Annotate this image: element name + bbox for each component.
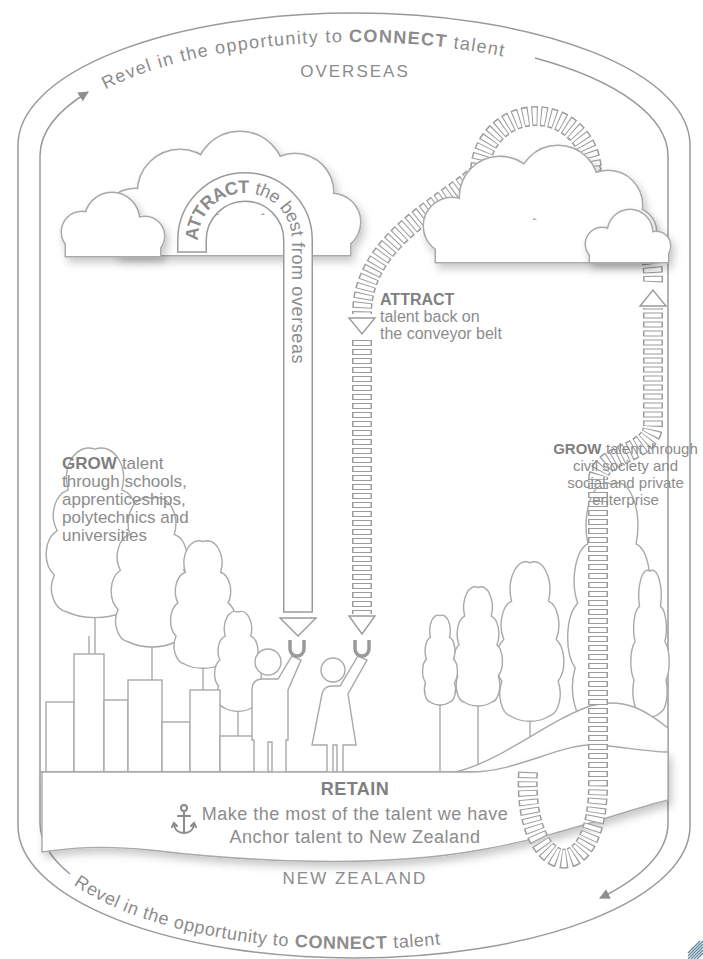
- attract-note: talent back on the conveyor belt: [380, 308, 504, 342]
- connect-slogan: Revel in the opportunity toCONNECTtalent: [98, 26, 507, 93]
- conveyor-belt: [354, 340, 371, 614]
- city-skyline: [162, 722, 190, 772]
- man-figure: [252, 640, 304, 775]
- attract-note-heading: ATTRACT: [380, 291, 504, 308]
- man-figure: [290, 640, 304, 656]
- woman-figure: [321, 658, 345, 682]
- trees: [631, 570, 669, 717]
- clouds: [586, 210, 670, 262]
- arrow-band-fill: [192, 187, 298, 612]
- anchor-symbol: [178, 815, 190, 817]
- slogan-part: Revel in the opportunity to: [98, 26, 343, 93]
- arrow-body: the best from overseas: [253, 178, 308, 364]
- anchor-symbol: [172, 805, 196, 833]
- corner-logo: [694, 950, 703, 959]
- slogan-part: Revel in the opportunity to: [71, 871, 290, 950]
- clouds: [62, 193, 164, 256]
- attract-arrow-outline: ATTRACTthe best from overseas: [170, 160, 330, 640]
- conveyor-belt: [349, 318, 375, 334]
- anchor-symbol: [181, 805, 187, 811]
- trees: [454, 587, 503, 706]
- slogan-path: Revel in the opportunity toCONNECTtalent: [98, 26, 507, 93]
- conveyor-belt: [528, 308, 653, 859]
- attract-note-block: ATTRACTtalent back on the conveyor belt: [380, 291, 504, 342]
- band-text: Make the most of the talent we have: [42, 804, 668, 824]
- region-name: OVERSEAS: [230, 62, 480, 82]
- arrow-band-edge: [192, 187, 298, 612]
- city-skyline: [128, 680, 162, 772]
- arrow-heading: ATTRACT: [182, 177, 250, 241]
- woman-figure: [355, 640, 369, 656]
- city-skyline: [46, 636, 260, 772]
- grow-note-heading: GROW: [553, 440, 601, 457]
- trees: [439, 702, 440, 772]
- slogan-part: CONNECT: [349, 26, 449, 51]
- clouds: [62, 132, 670, 262]
- anchor-symbol: [183, 811, 185, 832]
- woman-figure: [312, 656, 367, 775]
- arrow-head: [280, 618, 316, 636]
- band-text: Anchor talent to New Zealand: [42, 827, 668, 847]
- grow-note-heading: GROW: [62, 454, 117, 473]
- trees: [477, 702, 478, 772]
- slogan-part: talent: [393, 928, 442, 952]
- clouds: [586, 210, 670, 262]
- city-skyline: [74, 654, 104, 772]
- arrow-text: ATTRACTthe best from overseas: [182, 177, 308, 364]
- woman-figure: [312, 640, 369, 775]
- region-name-block: OVERSEAS: [230, 62, 480, 82]
- band-heading: RETAIN: [42, 779, 668, 799]
- retain-band: RETAIN Make the most of the talent we hav…: [42, 745, 668, 870]
- anchor-symbol: [174, 824, 194, 833]
- clouds: [586, 210, 670, 262]
- clouds: [62, 193, 164, 256]
- slogan-part: talent: [452, 32, 507, 60]
- conveyor-belt: [528, 308, 653, 859]
- region-name-block: NEW ZEALAND: [230, 869, 480, 889]
- conveyor-belt: [349, 616, 375, 634]
- anchor-symbol: [191, 823, 196, 827]
- corner-logo: [688, 941, 703, 956]
- corner-logo: [688, 941, 700, 953]
- conveyor-belt: [640, 290, 666, 306]
- anchor-symbol: [172, 823, 177, 827]
- grow-note-block: GROWtalent through civil society and soc…: [552, 440, 699, 508]
- attract-arrow: ATTRACTthe best from overseas: [170, 160, 330, 640]
- trees: [46, 448, 669, 772]
- corner-logo: [697, 953, 703, 959]
- arrow-text-path: ATTRACTthe best from overseas: [182, 177, 308, 364]
- city-skyline: [88, 636, 89, 654]
- trees: [423, 615, 458, 705]
- man-figure: [252, 656, 301, 775]
- city-skyline: [46, 702, 74, 772]
- corner-logo: [688, 941, 703, 959]
- grow-note-block: GROWtalent through schools, apprenticesh…: [62, 455, 207, 545]
- city-skyline: [190, 690, 220, 772]
- conveyor-belt: [528, 308, 653, 859]
- clouds: [62, 193, 164, 256]
- city-skyline: [104, 700, 128, 772]
- ribbon-shape: [42, 745, 668, 862]
- conveyor-belt: [352, 340, 372, 614]
- man-figure: [255, 649, 281, 675]
- slogan-part: CONNECT: [294, 931, 387, 953]
- trees: [496, 562, 564, 722]
- region-name: NEW ZEALAND: [230, 869, 480, 889]
